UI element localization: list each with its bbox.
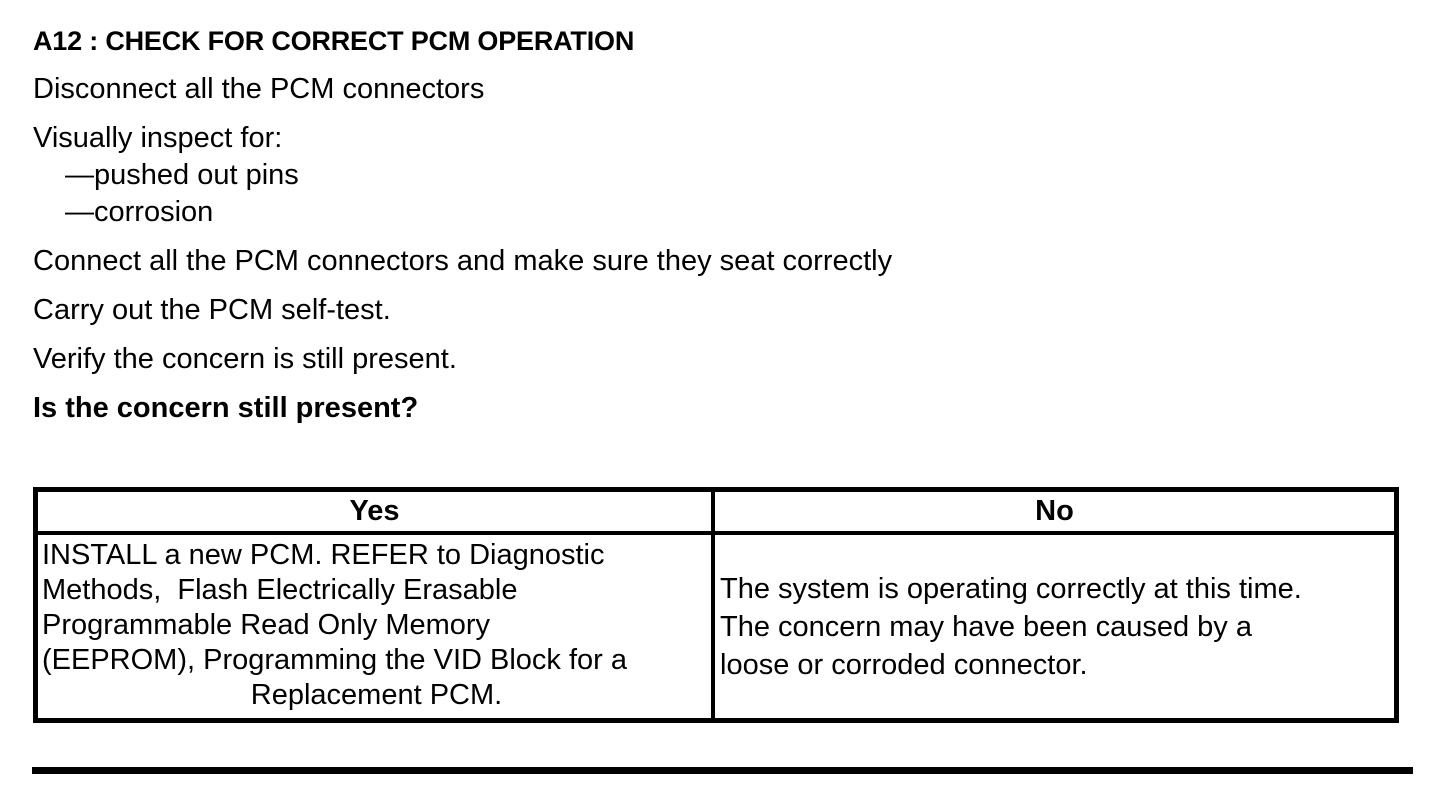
instruction-inspect-intro: Visually inspect for:	[33, 122, 283, 154]
no-action-line: The concern may have been caused by a	[720, 610, 1252, 643]
yes-action-cell: INSTALL a new PCM. REFER to Diagnostic M…	[38, 535, 715, 718]
instruction-verify: Verify the concern is still present.	[33, 343, 457, 375]
decision-table: Yes No INSTALL a new PCM. REFER to Diagn…	[33, 487, 1399, 723]
yes-action-line: (EEPROM), Programming the VID Block for …	[42, 644, 627, 676]
yes-action-line: INSTALL a new PCM. REFER to Diagnostic	[42, 539, 605, 571]
no-column-header: No	[1035, 495, 1074, 527]
yes-action-line: Programmable Read Only Memory	[42, 609, 491, 641]
decision-table-body-row: INSTALL a new PCM. REFER to Diagnostic M…	[38, 535, 1394, 718]
instruction-disconnect: Disconnect all the PCM connectors	[33, 73, 485, 105]
inspection-item-pushed-out-pins: —pushed out pins	[65, 159, 299, 191]
yes-action-line: Methods, Flash Electrically Erasable	[42, 574, 518, 606]
instruction-connect: Connect all the PCM connectors and make …	[33, 245, 893, 277]
yes-action-line: Replacement PCM.	[250, 679, 503, 711]
test-step-heading: A12 : CHECK FOR CORRECT PCM OPERATION	[33, 26, 635, 56]
decision-question: Is the concern still present?	[33, 392, 419, 424]
no-action-line: The system is operating correctly at thi…	[720, 572, 1302, 605]
no-action-cell: The system is operating correctly at thi…	[715, 535, 1394, 718]
instruction-self-test: Carry out the PCM self-test.	[33, 294, 391, 326]
yes-column-header: Yes	[38, 492, 715, 531]
inspection-item-corrosion: —corrosion	[65, 196, 214, 228]
page-divider-rule	[32, 767, 1413, 774]
decision-table-header-row: Yes No	[38, 492, 1394, 535]
no-action-line: loose or corroded connector.	[720, 648, 1088, 681]
